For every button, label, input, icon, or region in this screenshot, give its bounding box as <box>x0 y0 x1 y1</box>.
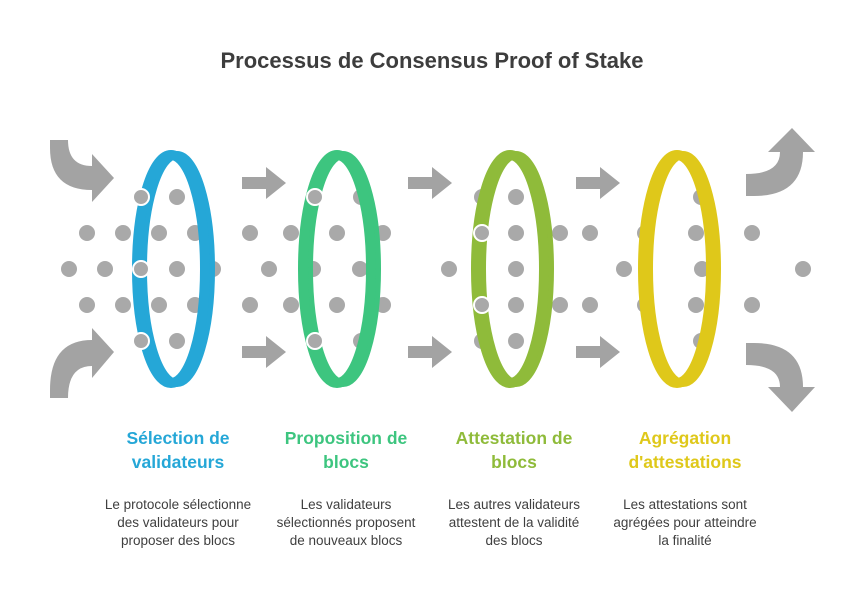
particle-dot <box>115 225 131 241</box>
flow-arrow-icon <box>242 336 286 368</box>
stage-4-ring-front <box>638 150 716 388</box>
particle-dot <box>744 297 760 313</box>
stage-3-ring-front <box>471 150 549 388</box>
stage-4-caption: Agrégation d'attestations Les attestatio… <box>610 426 760 550</box>
particle-dot <box>473 224 491 242</box>
curved-arrow-out-down-icon <box>746 343 815 412</box>
particle-dot <box>744 225 760 241</box>
particle-dot <box>169 261 185 277</box>
stage-2-title: Proposition de blocs <box>284 428 408 472</box>
flow-arrow-icon <box>242 167 286 199</box>
stage-2-ring-front <box>298 150 376 388</box>
particle-dot <box>582 225 598 241</box>
stage-3-description: Les autres validateurs attestent de la v… <box>447 497 581 548</box>
stage-1-title: Sélection de validateurs <box>126 428 230 472</box>
particle-dot <box>508 333 524 349</box>
curved-arrow-out-up-icon <box>746 128 815 196</box>
stage-1-caption: Sélection de validateurs Le protocole sé… <box>103 426 253 550</box>
particle-dot <box>352 261 368 277</box>
curved-arrow-in-top-icon <box>50 140 114 202</box>
particle-dot <box>169 189 185 205</box>
stage-4-description: Les attestations sont agrégées pour atte… <box>613 497 757 548</box>
particle-dot <box>552 225 568 241</box>
particle-dot <box>283 297 299 313</box>
particle-dot <box>79 297 95 313</box>
particle-dot <box>582 297 598 313</box>
particle-dot <box>329 225 345 241</box>
particle-dot <box>616 261 632 277</box>
stage-2-caption: Proposition de blocs Les validateurs sél… <box>271 426 421 550</box>
particle-dot <box>132 260 150 278</box>
stage-3-caption: Attestation de blocs Les autres validate… <box>439 426 589 550</box>
particle-dot <box>441 261 457 277</box>
particle-dot <box>508 225 524 241</box>
diagram-title: Processus de Consensus Proof of Stake <box>220 48 644 73</box>
particle-dot <box>151 225 167 241</box>
particle-dot <box>688 225 704 241</box>
particle-dot <box>261 261 277 277</box>
particle-dot <box>79 225 95 241</box>
particle-dot <box>169 333 185 349</box>
stage-4-title: Agrégation d'attestations <box>628 428 742 472</box>
stage-3-title: Attestation de blocs <box>455 428 573 472</box>
particle-dot <box>795 261 811 277</box>
flow-arrow-icon <box>576 167 620 199</box>
flow-arrow-icon <box>576 336 620 368</box>
stage-1-description: Le protocole sélectionne des validateurs… <box>104 497 252 548</box>
particle-dot <box>242 225 258 241</box>
particle-dot <box>508 189 524 205</box>
particle-dot <box>688 297 704 313</box>
particle-dot <box>473 296 491 314</box>
particle-dot <box>306 332 324 350</box>
particle-dot <box>242 297 258 313</box>
flow-arrow-icon <box>408 167 452 199</box>
particle-dot <box>115 297 131 313</box>
particle-dot <box>132 188 150 206</box>
stage-2-description: Les validateurs sélectionnés proposent d… <box>276 497 416 548</box>
particle-dot <box>508 261 524 277</box>
curved-arrow-in-bottom-icon <box>50 328 114 398</box>
particle-dot <box>552 297 568 313</box>
particle-dot <box>329 297 345 313</box>
flow-arrow-icon <box>408 336 452 368</box>
particle-dot <box>283 225 299 241</box>
particle-dot <box>97 261 113 277</box>
particle-dot <box>132 332 150 350</box>
particle-dot <box>61 261 77 277</box>
particle-dot <box>306 188 324 206</box>
particle-dot <box>508 297 524 313</box>
particle-dot <box>151 297 167 313</box>
